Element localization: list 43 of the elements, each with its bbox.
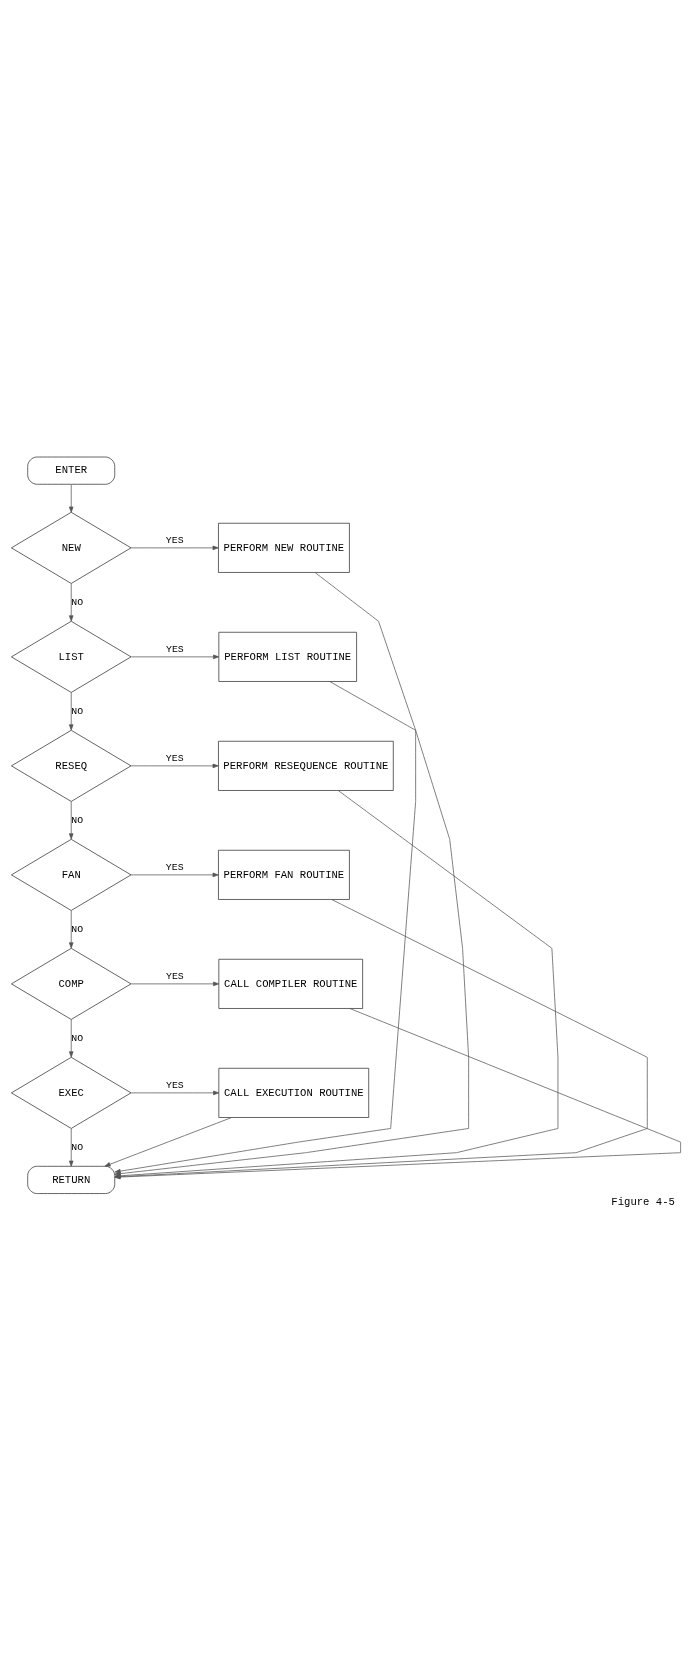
arrow: [114, 572, 416, 1174]
node-diamond: RESEQ: [11, 729, 132, 802]
node-box: PERFORM FAN ROUTINE: [218, 849, 350, 900]
node-diamond: LIST: [11, 620, 132, 693]
arrow: [69, 583, 74, 622]
edge-label: NO: [71, 923, 84, 935]
edge-label: NO: [71, 596, 84, 608]
arrow: [130, 763, 219, 769]
arrow: [130, 872, 219, 878]
caption: Figure 4-5: [611, 1196, 675, 1209]
node-box: CALL COMPILER ROUTINE: [218, 958, 364, 1009]
node-diamond: COMP: [11, 947, 132, 1020]
arrow: [104, 1117, 232, 1167]
arrow: [114, 681, 469, 1176]
node-box: RETURN: [27, 1165, 116, 1194]
edge-label: YES: [165, 752, 184, 764]
edge-label: NO: [71, 1141, 84, 1153]
edge-label: YES: [166, 1079, 184, 1091]
edge-label: NO: [71, 1032, 84, 1044]
edge-label: YES: [166, 970, 184, 982]
arrow: [130, 1090, 220, 1096]
node-diamond: FAN: [11, 838, 132, 911]
arrow: [69, 484, 74, 513]
arrow: [130, 654, 220, 660]
edge-label: YES: [165, 861, 184, 873]
arrow: [69, 910, 74, 949]
arrow: [69, 801, 74, 840]
node-box: ENTER: [27, 456, 116, 485]
node-box: CALL EXECUTION ROUTINE: [218, 1067, 370, 1118]
arrow: [69, 1019, 74, 1058]
node-diamond: EXEC: [11, 1056, 132, 1129]
edge-label: YES: [166, 643, 184, 655]
arrow: [69, 692, 74, 731]
node-diamond: NEW: [11, 511, 132, 584]
edge-label: YES: [165, 534, 184, 546]
edge-label: NO: [71, 814, 84, 826]
edge-label: NO: [71, 705, 84, 717]
node-box: PERFORM RESEQUENCE ROUTINE: [218, 740, 394, 791]
arrow: [130, 981, 220, 987]
node-box: PERFORM NEW ROUTINE: [218, 522, 350, 573]
node-box: PERFORM LIST ROUTINE: [218, 631, 357, 682]
arrow: [69, 1128, 74, 1167]
arrow: [130, 545, 219, 551]
